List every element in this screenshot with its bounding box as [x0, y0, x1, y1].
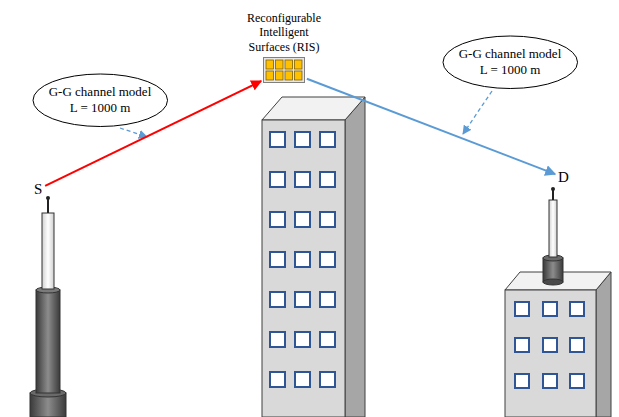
antenna-tip	[47, 198, 49, 213]
source-node: S	[33, 180, 43, 199]
node-label: D	[558, 169, 569, 186]
ris-element	[295, 71, 303, 80]
antenna-mast	[549, 200, 557, 257]
window	[320, 332, 335, 347]
channel-callout: G-G channel modelL = 1000 m	[442, 35, 579, 90]
window	[320, 132, 335, 147]
window	[270, 252, 285, 267]
ris-destination-link	[307, 79, 555, 174]
ris-element	[285, 71, 293, 80]
antenna-tip	[551, 187, 555, 191]
window	[320, 172, 335, 187]
window	[320, 372, 335, 387]
window	[295, 252, 310, 267]
antenna-base	[543, 258, 563, 282]
tall-building	[262, 97, 365, 417]
window	[295, 332, 310, 347]
building-windows	[270, 132, 335, 387]
antenna-body	[36, 290, 60, 393]
building-front	[505, 290, 596, 417]
window	[295, 172, 310, 187]
window	[295, 212, 310, 227]
window	[543, 374, 557, 388]
small-building	[505, 272, 611, 417]
building-front	[262, 120, 345, 417]
panel-heading: Reconfigurable Intelligent Surfaces (RIS…	[238, 11, 330, 54]
channel-callout: G-G channel modelL = 1000 m	[32, 73, 169, 128]
ris-element	[276, 60, 284, 69]
window	[515, 374, 529, 388]
window	[295, 372, 310, 387]
callout-ellipse	[443, 36, 578, 89]
window	[320, 292, 335, 307]
window	[270, 332, 285, 347]
window	[295, 292, 310, 307]
antenna-mast	[42, 213, 54, 289]
callout-text: G-G channel model	[49, 84, 152, 100]
ris-element	[285, 60, 293, 69]
callout-text: L = 1000 m	[480, 62, 541, 78]
antenna-base	[543, 279, 563, 285]
antenna-tip	[46, 196, 50, 200]
window	[270, 292, 285, 307]
window	[543, 338, 557, 352]
window	[515, 302, 529, 316]
window	[570, 302, 584, 316]
building-roof	[262, 97, 365, 120]
destination-antenna	[543, 187, 563, 285]
window	[570, 374, 584, 388]
building-side	[596, 272, 611, 417]
callout-text: L = 1000 m	[70, 100, 131, 116]
ris-element	[276, 71, 284, 80]
callout-text: G-G channel model	[459, 46, 562, 62]
ris-element	[295, 60, 303, 69]
ris-elements	[264, 58, 304, 82]
window	[515, 338, 529, 352]
window	[270, 212, 285, 227]
window	[320, 252, 335, 267]
window	[295, 132, 310, 147]
window	[270, 372, 285, 387]
ris-element	[266, 60, 274, 69]
callout-leader	[463, 91, 492, 134]
callout-ellipse	[33, 74, 168, 127]
ris-element	[266, 71, 274, 80]
building-side	[345, 97, 365, 417]
window	[270, 172, 285, 187]
callout-leader	[120, 128, 147, 137]
window	[570, 338, 584, 352]
node-label: S	[34, 181, 42, 198]
building-windows	[515, 302, 584, 388]
window	[543, 302, 557, 316]
window	[270, 132, 285, 147]
destination-node: D	[557, 168, 570, 187]
source-antenna	[30, 196, 66, 417]
ris-panel: Reconfigurable Intelligent Surfaces (RIS…	[263, 57, 305, 83]
window	[320, 212, 335, 227]
